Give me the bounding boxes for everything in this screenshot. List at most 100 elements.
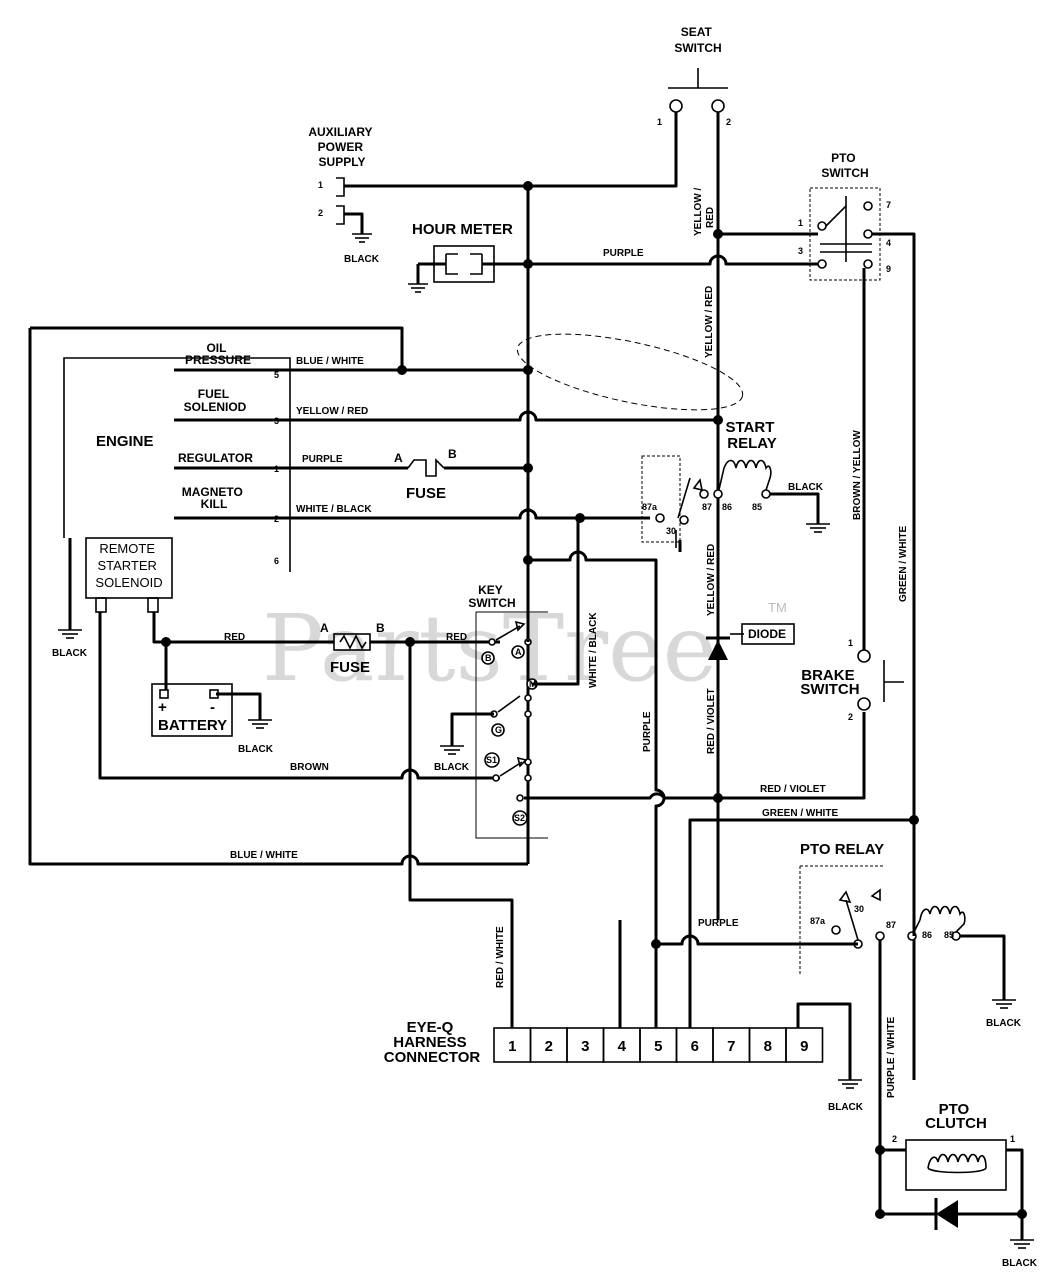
watermark-tm: TM (768, 600, 787, 615)
pto-clutch-ground-label: BLACK (1002, 1258, 1038, 1269)
wire-label-yellow-red-fuel: YELLOW / RED (296, 406, 368, 417)
pto-terminal-4: 4 (886, 238, 891, 248)
seat-terminal-2: 2 (726, 117, 731, 127)
clutch-terminal-2: 2 (892, 1134, 897, 1144)
start-relay-85: 85 (752, 502, 762, 512)
pto-clutch: PTO CLUTCH 2 1 BLACK (880, 1101, 1038, 1269)
connector-pin-2: 2 (545, 1038, 553, 1055)
brake-terminal-2: 2 (848, 712, 853, 722)
engine-label: ENGINE (96, 433, 154, 450)
seat-switch: SEAT SWITCH 1 2 (657, 25, 731, 127)
aux-power-supply: AUXILIARY POWER SUPPLY 1 2 BLACK (308, 125, 528, 265)
pto-relay: PTO RELAY 87a 30 87 86 85 (799, 841, 966, 974)
connector-ground-label: BLACK (828, 1102, 864, 1113)
start-relay-30: 30 (666, 526, 676, 536)
pto-relay-85: 85 (944, 930, 954, 940)
engine-terminal-3: 3 (274, 416, 279, 426)
connector-pin-5: 5 (654, 1038, 662, 1055)
wire-label-brown-yellow: BROWN / YELLOW (852, 430, 863, 520)
fuse-lower-a: A (320, 621, 329, 635)
fuse-lower-b: B (376, 621, 385, 635)
engine-terminal-5: 5 (274, 370, 279, 380)
wire-label-blue-white-oil: BLUE / WHITE (296, 356, 364, 367)
connector-pin-1: 1 (508, 1038, 516, 1055)
remote-starter-solenoid: REMOTE STARTER SOLENOID (85, 537, 173, 613)
battery-ground-label: BLACK (238, 744, 274, 755)
key-switch-label: KEY SWITCH (468, 583, 515, 610)
start-relay-label: START RELAY (725, 419, 778, 452)
connector-pin-8: 8 (764, 1038, 772, 1055)
oil-pressure-label: OIL PRESSURE (185, 341, 251, 367)
wire-label-brown: BROWN (290, 762, 329, 773)
watermark: PartsTree (262, 595, 717, 702)
start-relay-87a: 87a (642, 502, 658, 512)
connector-pin-4: 4 (618, 1038, 627, 1055)
aux-power-label: AUXILIARY POWER SUPPLY (308, 125, 375, 169)
pto-switch: PTO SWITCH 1 3 7 4 9 (798, 151, 891, 281)
engine-ground-label: BLACK (52, 648, 88, 659)
pto-relay-label: PTO RELAY (800, 841, 884, 858)
key-terminal-a: A (515, 647, 522, 657)
clutch-terminal-1: 1 (1010, 1134, 1015, 1144)
wire-label-red-violet-h: RED / VIOLET (760, 784, 826, 795)
key-terminal-g: G (495, 725, 502, 735)
hour-meter: HOUR METER PURPLE (408, 221, 820, 293)
magneto-kill-label: MAGNETO KILL (182, 485, 246, 511)
key-switch: KEY SWITCH B A M G S1 S2 (468, 583, 548, 839)
wire-label-purple-white: PURPLE / WHITE (886, 1017, 897, 1098)
fuel-solenoid-label: FUEL SOLENIOD (184, 387, 247, 414)
pto-terminal-7: 7 (886, 200, 891, 210)
wire-label-green-white-v: GREEN / WHITE (898, 526, 909, 602)
connector-pin-6: 6 (691, 1038, 699, 1055)
key-terminal-s1: S1 (486, 755, 497, 765)
engine-terminal-1: 1 (274, 464, 279, 474)
pto-terminal-9: 9 (886, 264, 891, 274)
fuse-upper: A B FUSE (394, 447, 457, 502)
pto-terminal-3: 3 (798, 246, 803, 256)
eye-q-label: EYE-Q HARNESS CONNECTOR (384, 1019, 481, 1066)
diode: DIODE (706, 623, 795, 660)
wire-label-purple-pto: PURPLE (698, 918, 739, 929)
wire-label-purple-top: PURPLE (603, 248, 644, 259)
engine: ENGINE OIL PRESSURE FUEL SOLENIOD REGULA… (30, 326, 404, 572)
pto-terminal-1: 1 (798, 218, 803, 228)
fuse-upper-b: B (448, 447, 457, 461)
wire-label-purple-reg: PURPLE (302, 454, 343, 465)
fuse-upper-label: FUSE (406, 485, 446, 502)
start-relay-87: 87 (702, 502, 712, 512)
battery-positive: + (158, 699, 167, 716)
key-terminal-b: B (485, 653, 492, 663)
connector-pin-7: 7 (727, 1038, 735, 1055)
wire-label-blue-white-bottom: BLUE / WHITE (230, 850, 298, 861)
wire-label-green-white-h: GREEN / WHITE (762, 808, 838, 819)
connector-pin-9: 9 (800, 1038, 808, 1055)
wire-label-yellow-red-v1: YELLOW / RED (693, 185, 716, 236)
brake-switch-label: BRAKE SWITCH (800, 667, 859, 698)
wire-label-white-black-mag: WHITE / BLACK (296, 504, 372, 515)
regulator-label: REGULATOR (178, 451, 253, 465)
seat-terminal-1: 1 (657, 117, 662, 127)
fuse-lower: A B FUSE (320, 621, 385, 676)
key-terminal-s2: S2 (514, 813, 525, 823)
wire-label-red-right: RED (446, 632, 467, 643)
connector-pin-cell (785, 1027, 824, 1063)
pto-relay-87: 87 (886, 920, 896, 930)
junction-dots (161, 181, 1027, 1219)
aux-terminal-1: 1 (318, 180, 323, 190)
brake-switch: 1 2 BRAKE SWITCH (800, 638, 904, 722)
fuse-upper-a: A (394, 451, 403, 465)
remote-starter-label: REMOTE STARTER SOLENOID (95, 541, 162, 590)
fuse-lower-label: FUSE (330, 659, 370, 676)
hour-meter-label: HOUR METER (412, 221, 513, 238)
key-ground-label: BLACK (434, 762, 470, 773)
pto-clutch-label: PTO CLUTCH (925, 1101, 987, 1132)
wire-label-red-left: RED (224, 632, 245, 643)
pto-relay-30: 30 (854, 904, 864, 914)
engine-terminal-2: 2 (274, 514, 279, 524)
aux-terminal-2: 2 (318, 208, 323, 218)
wire-label-red-white: RED / WHITE (495, 926, 506, 988)
pto-switch-label: PTO SWITCH (821, 151, 868, 180)
start-relay: START RELAY 87a 30 87 86 85 BLACK (641, 419, 830, 548)
